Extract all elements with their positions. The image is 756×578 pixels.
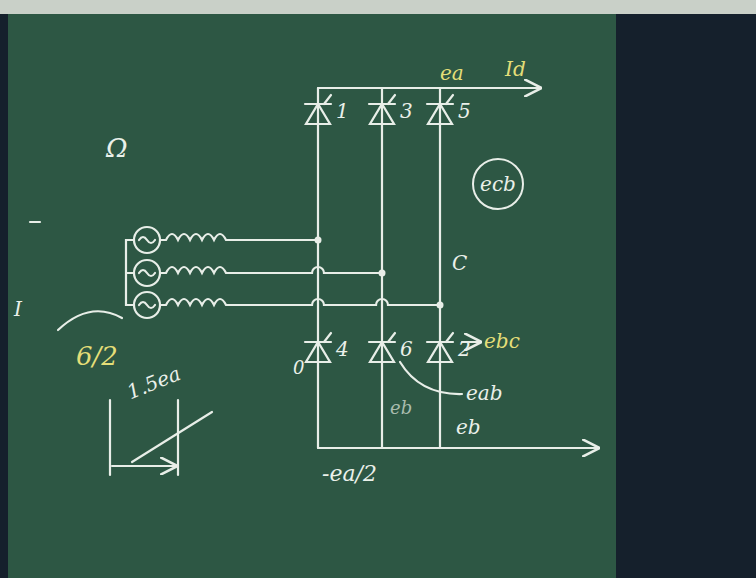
callout-number: 6 bbox=[400, 338, 413, 360]
callout-number: 3 bbox=[400, 100, 413, 122]
voltage-label: eb bbox=[456, 416, 481, 438]
current-label: Id bbox=[505, 58, 526, 80]
board-frame bbox=[0, 0, 756, 14]
callout-number: 1 bbox=[336, 100, 349, 122]
voltage-label: ea bbox=[440, 62, 464, 84]
faint-voltage-label: eb bbox=[390, 398, 412, 418]
chalkboard bbox=[8, 14, 616, 578]
callout-number: 2 bbox=[458, 338, 471, 360]
phase-label: C bbox=[452, 252, 467, 274]
callout-number: 4 bbox=[336, 338, 349, 360]
node-text: ecb bbox=[480, 173, 516, 195]
voltage-label: -ea/2 bbox=[322, 462, 377, 486]
mark-label: I bbox=[14, 298, 22, 320]
circled-label: ecb bbox=[471, 157, 525, 211]
voltage-label: eab bbox=[466, 382, 503, 404]
node-label: 0 bbox=[293, 358, 304, 378]
voltage-label: ebc bbox=[484, 330, 520, 352]
callout-number: 5 bbox=[458, 100, 471, 122]
ratio-label: 6/2 bbox=[76, 342, 118, 371]
symbol-label: Ω bbox=[106, 134, 128, 163]
